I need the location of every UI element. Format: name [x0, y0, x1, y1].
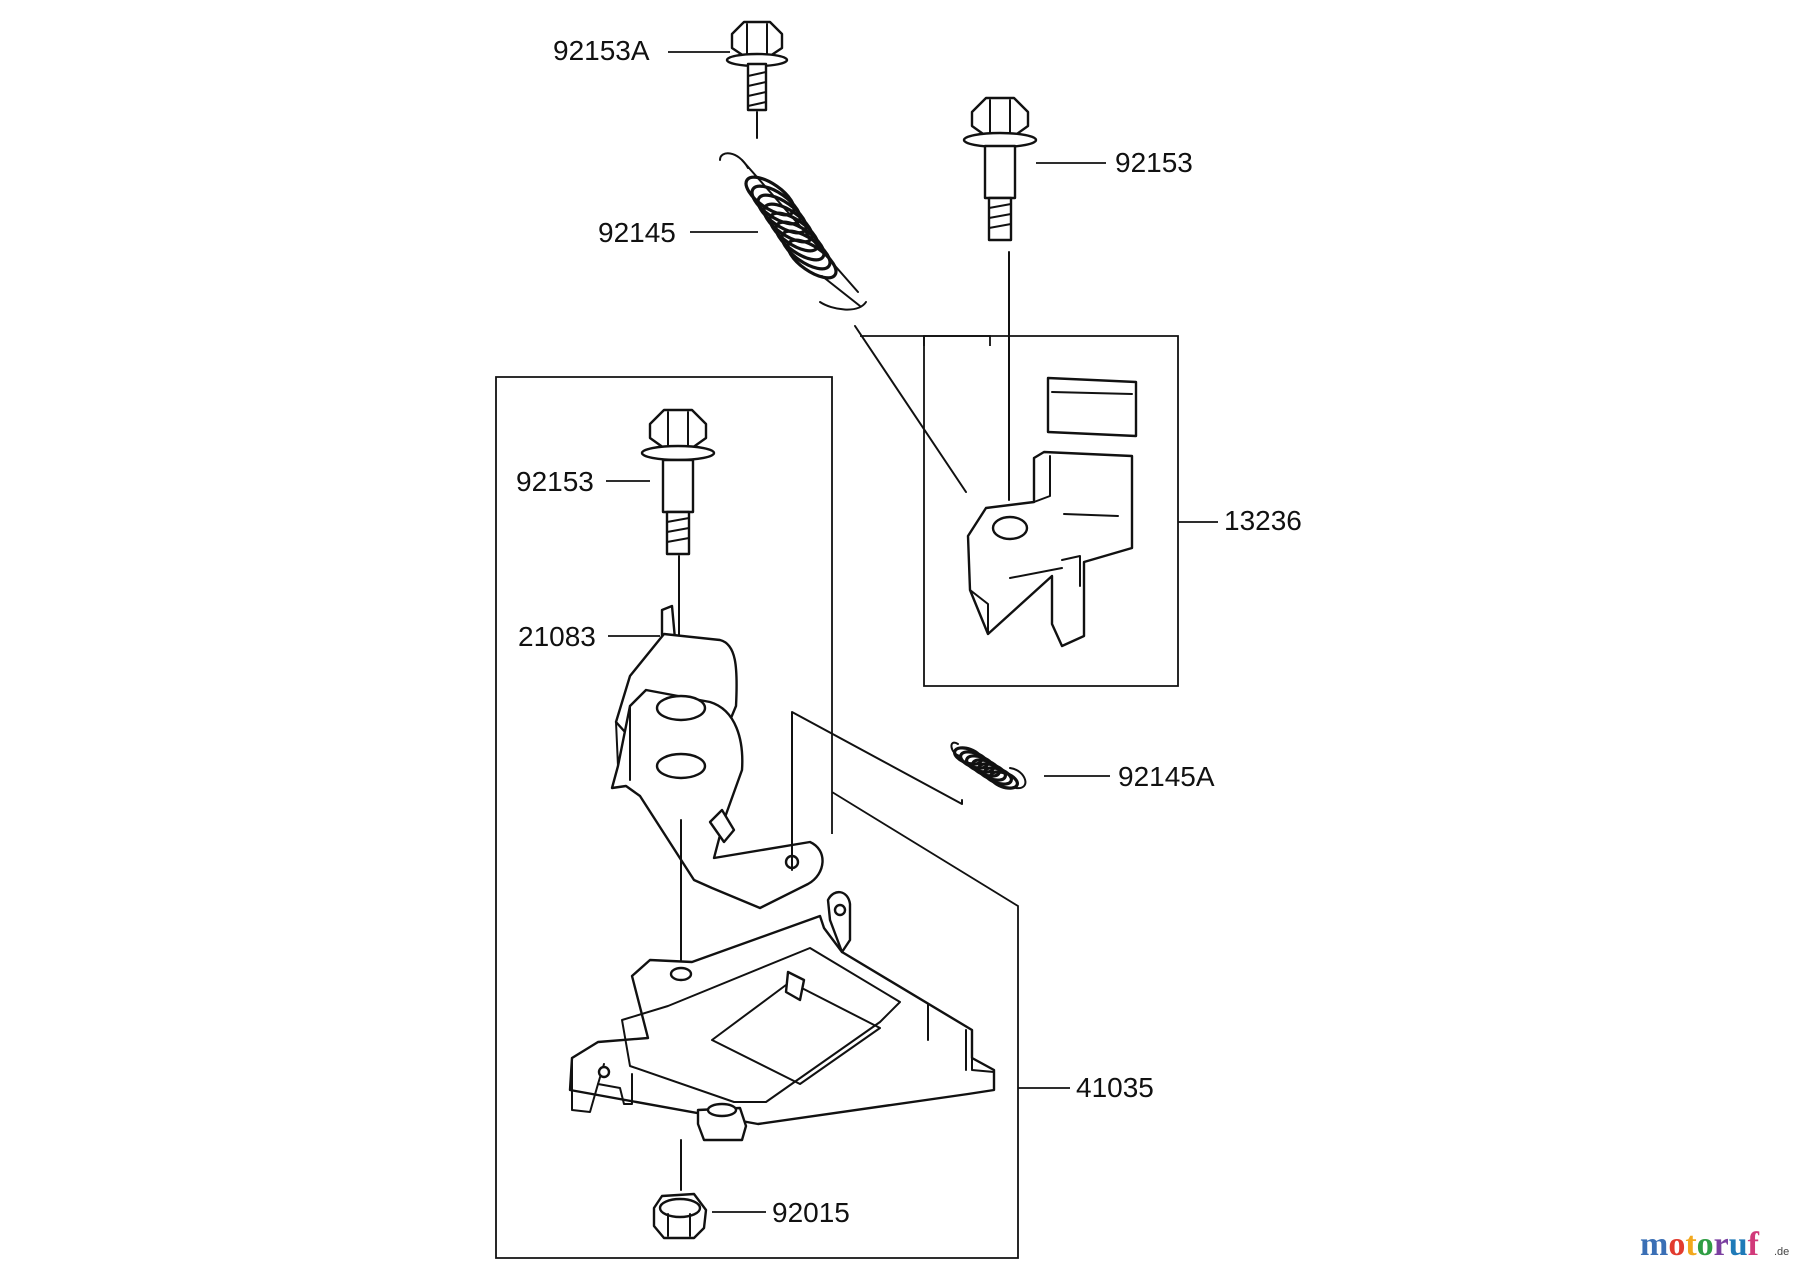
part-label-92153-right: 92153 — [1115, 147, 1193, 178]
part-label-41035: 41035 — [1076, 1072, 1154, 1103]
bracket-13236 — [966, 376, 1138, 648]
bolt-92153a — [725, 20, 789, 139]
spring-92145 — [719, 152, 967, 493]
part-label-21083: 21083 — [518, 621, 596, 652]
group-box-13236 — [860, 335, 1179, 687]
part-label-92153a: 92153A — [553, 35, 650, 66]
nut-92015 — [652, 1192, 708, 1240]
part-label-92145: 92145 — [598, 217, 676, 248]
svg-text:motoruf: motoruf — [1640, 1226, 1760, 1263]
bolt-92153-right — [962, 96, 1038, 501]
svg-text:.de: .de — [1774, 1246, 1789, 1258]
base-plate-41035 — [568, 891, 996, 1191]
group-box-41035 — [495, 376, 1019, 1259]
part-label-92145a: 92145A — [1118, 761, 1215, 792]
part-label-92015: 92015 — [772, 1197, 850, 1228]
part-label-13236: 13236 — [1224, 505, 1302, 536]
watermark-logo: motoruf .de — [1640, 1226, 1789, 1263]
bolt-92153-lower — [640, 408, 716, 697]
spring-92145a — [791, 711, 1027, 871]
part-label-92153-lower: 92153 — [516, 466, 594, 497]
lever-21083 — [610, 604, 824, 961]
